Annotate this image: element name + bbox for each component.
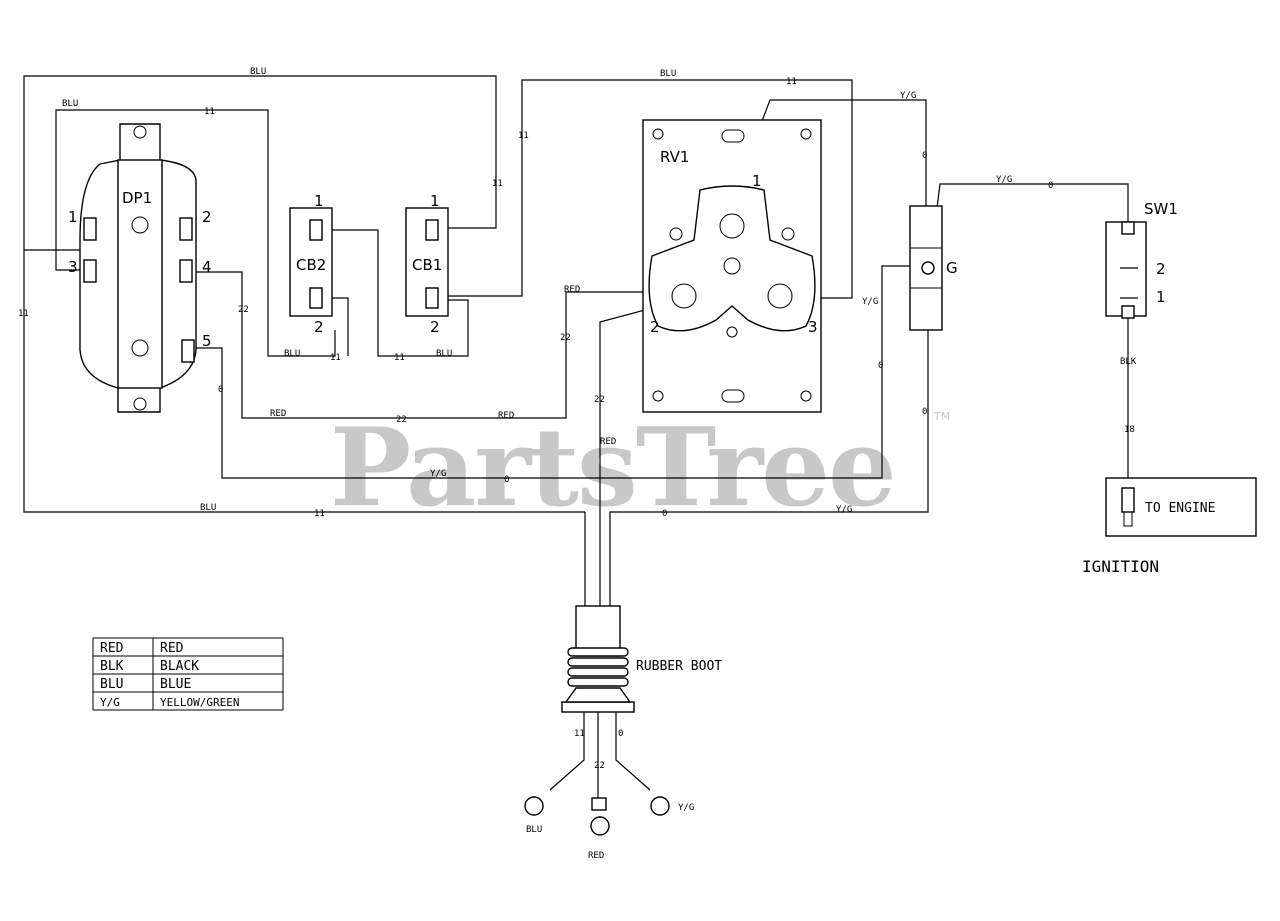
- legend-code: BLK: [100, 659, 124, 674]
- rv1-receptacle: RV1 1 2 3: [642, 119, 822, 413]
- cb2-breaker: CB2 1 2: [289, 192, 333, 336]
- wire-number-0: 0: [618, 729, 623, 739]
- wire-number-11: 11: [18, 309, 29, 319]
- ignition-label: IGNITION: [1082, 557, 1159, 576]
- wire-number-0: 0: [878, 361, 883, 371]
- wire-label-blu: BLU: [284, 349, 300, 359]
- wire-number-22: 22: [238, 305, 249, 315]
- wire-number-11: 11: [786, 77, 797, 87]
- wire-label-yg: Y/G: [678, 803, 694, 813]
- dp1-label: DP1: [122, 189, 152, 207]
- wire-label-blu: BLU: [250, 67, 266, 77]
- wire-number-0: 0: [662, 509, 667, 519]
- watermark-tm: TM: [933, 410, 950, 423]
- cb1-terminal-2: 2: [430, 318, 440, 336]
- rubber-boot: RUBBER BOOT: [524, 605, 722, 836]
- sw1-terminal-1: 1: [1156, 288, 1166, 306]
- rv1-terminal-1: 1: [752, 172, 762, 190]
- wire-number-11: 11: [518, 131, 529, 141]
- cb2-terminal-2: 2: [314, 318, 324, 336]
- wire-number-11: 11: [330, 353, 341, 363]
- sw1-label: SW1: [1144, 200, 1178, 218]
- wire-label-blu: BLU: [660, 69, 676, 79]
- sw1-terminal-2: 2: [1156, 260, 1166, 278]
- wire-labels: BLU BLU 11 11 BLU 11 11 Y/G 0 Y/G 0 11 2…: [18, 67, 1137, 861]
- wire-label-red: RED: [270, 409, 286, 419]
- wire-number-0: 0: [218, 385, 223, 395]
- wire-label-yg: Y/G: [862, 297, 878, 307]
- wire-label-yg: Y/G: [900, 91, 916, 101]
- wire-number-0: 0: [1048, 181, 1053, 191]
- sw1-switch: SW1 2 1: [1105, 200, 1178, 319]
- engine-label: TO ENGINE: [1145, 501, 1215, 516]
- wire-number-22: 22: [396, 415, 407, 425]
- boot-label: RUBBER BOOT: [636, 659, 722, 674]
- wire-number-11: 11: [492, 179, 503, 189]
- wire-label-blu: BLU: [200, 503, 216, 513]
- wire-number-11: 11: [394, 353, 405, 363]
- wire-label-blu: BLU: [436, 349, 452, 359]
- cb1-terminal-1: 1: [430, 192, 440, 210]
- engine-connector: TO ENGINE IGNITION: [1082, 477, 1257, 576]
- wire-label-blu: BLU: [526, 825, 542, 835]
- wire-label-yg: Y/G: [836, 505, 852, 515]
- legend-name: YELLOW/GREEN: [160, 696, 239, 709]
- dp1-terminal-4: 4: [202, 258, 212, 276]
- wire-label-yg: Y/G: [996, 175, 1012, 185]
- legend-code: RED: [100, 641, 124, 656]
- rv1-terminal-2: 2: [650, 318, 660, 336]
- wire-label-red: RED: [588, 851, 604, 861]
- legend-code: Y/G: [100, 696, 120, 709]
- cb2-label: CB2: [296, 256, 326, 274]
- dp1-terminal-3: 3: [68, 258, 78, 276]
- wire-number-22: 22: [594, 395, 605, 405]
- wire-label-red: RED: [564, 285, 580, 295]
- watermark-brand: PartsTree: [330, 405, 895, 531]
- color-legend: RED RED BLK BLACK BLU BLUE Y/G YELLOW/GR…: [92, 637, 284, 711]
- wire-label-red: RED: [498, 411, 514, 421]
- legend-name: RED: [160, 641, 184, 656]
- legend-name: BLACK: [160, 659, 199, 674]
- ground-block: G: [909, 205, 958, 331]
- ground-label: G: [946, 259, 958, 277]
- wire-number-0: 0: [504, 475, 509, 485]
- wire-label-red: RED: [600, 437, 616, 447]
- cb2-terminal-1: 1: [314, 192, 324, 210]
- wire-number-0: 0: [922, 407, 927, 417]
- wire-number-22: 22: [560, 333, 571, 343]
- dp1-terminal-5: 5: [202, 332, 212, 350]
- wire-number-22: 22: [594, 761, 605, 771]
- wire-label-blu: BLU: [62, 99, 78, 109]
- wire-number-11: 11: [574, 729, 585, 739]
- wire-label-blk: BLK: [1120, 357, 1137, 367]
- rv1-terminal-3: 3: [808, 318, 818, 336]
- dp1-terminal-1: 1: [68, 208, 78, 226]
- wire-number-0: 0: [922, 151, 927, 161]
- legend-code: BLU: [100, 677, 123, 692]
- dp1-terminal-2: 2: [202, 208, 212, 226]
- cb1-label: CB1: [412, 256, 442, 274]
- wire-number-18: 18: [1124, 425, 1135, 435]
- wire-number-11: 11: [204, 107, 215, 117]
- legend-name: BLUE: [160, 677, 191, 692]
- dp1-receptacle: DP1 1 2 3 4 5: [68, 123, 212, 413]
- wire-label-yg: Y/G: [430, 469, 446, 479]
- wire-number-11: 11: [314, 509, 325, 519]
- rv1-label: RV1: [660, 148, 689, 166]
- cb1-breaker: CB1 1 2: [405, 192, 449, 336]
